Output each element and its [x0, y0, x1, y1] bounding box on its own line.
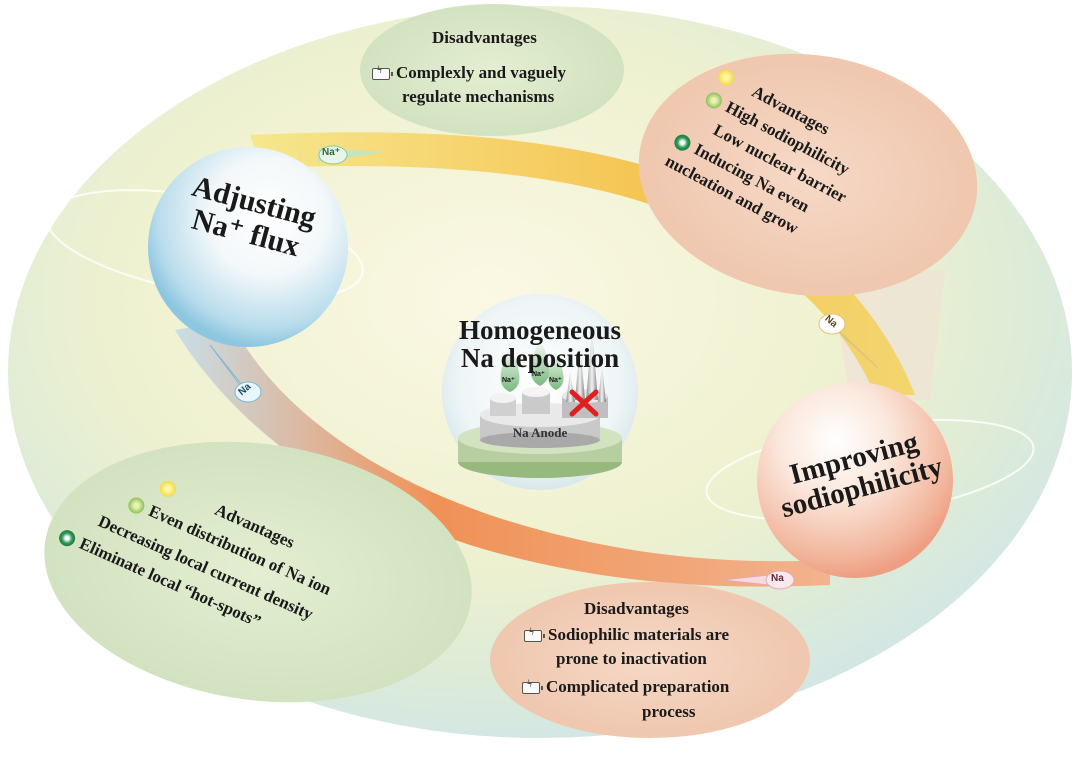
right-advantages-panel	[638, 53, 978, 297]
diagram-canvas	[8, 4, 1072, 738]
center-title-line1: Homogeneous	[459, 315, 621, 345]
bottom-disadvantages-panel	[490, 582, 810, 738]
ring-ion-label-bottom: Na	[771, 573, 784, 584]
center-title: Homogeneous Na deposition	[440, 316, 640, 373]
top-disadvantages-item-1: Complexly and vaguely	[372, 64, 566, 82]
bottom-disadvantages-item-2: prone to inactivation	[556, 649, 707, 668]
ring-ion-top	[318, 145, 385, 165]
left-advantages-panel	[44, 441, 472, 703]
bulb-yellow-icon	[157, 478, 179, 500]
battery-charge-icon	[524, 627, 545, 643]
droplet-ion-label-1: Na⁺	[502, 377, 515, 384]
droplet-ion-label-3: Na⁺	[549, 377, 562, 384]
na-anode-illustration	[458, 330, 622, 478]
bottom-disadvantages-item-3: Complicated preparation	[522, 678, 729, 696]
top-disadvantages-heading: Disadvantages	[432, 28, 537, 47]
top-disadvantages-item-2: regulate mechanisms	[402, 87, 555, 106]
ring-ion-right	[818, 313, 879, 369]
battery-charge-icon	[522, 679, 543, 695]
top-disadvantages-panel	[360, 4, 624, 136]
ring-ion-bottom	[721, 570, 795, 590]
anode-label: Na Anode	[512, 425, 568, 440]
ring-ion-left	[209, 344, 262, 403]
droplet-ion-label-2: Na⁺	[532, 371, 545, 378]
bottom-disadvantages-item-4: process	[642, 702, 696, 721]
right-sphere	[757, 382, 953, 578]
ring-ion-label-top: Na⁺	[322, 147, 341, 158]
left-sphere	[148, 147, 348, 347]
bottom-disadvantages-heading: Disadvantages	[584, 599, 689, 618]
bottom-disadvantages-item-1: Sodiophilic materials are	[524, 626, 729, 644]
battery-charge-icon	[372, 65, 393, 81]
center-title-line2: Na deposition	[460, 343, 620, 374]
